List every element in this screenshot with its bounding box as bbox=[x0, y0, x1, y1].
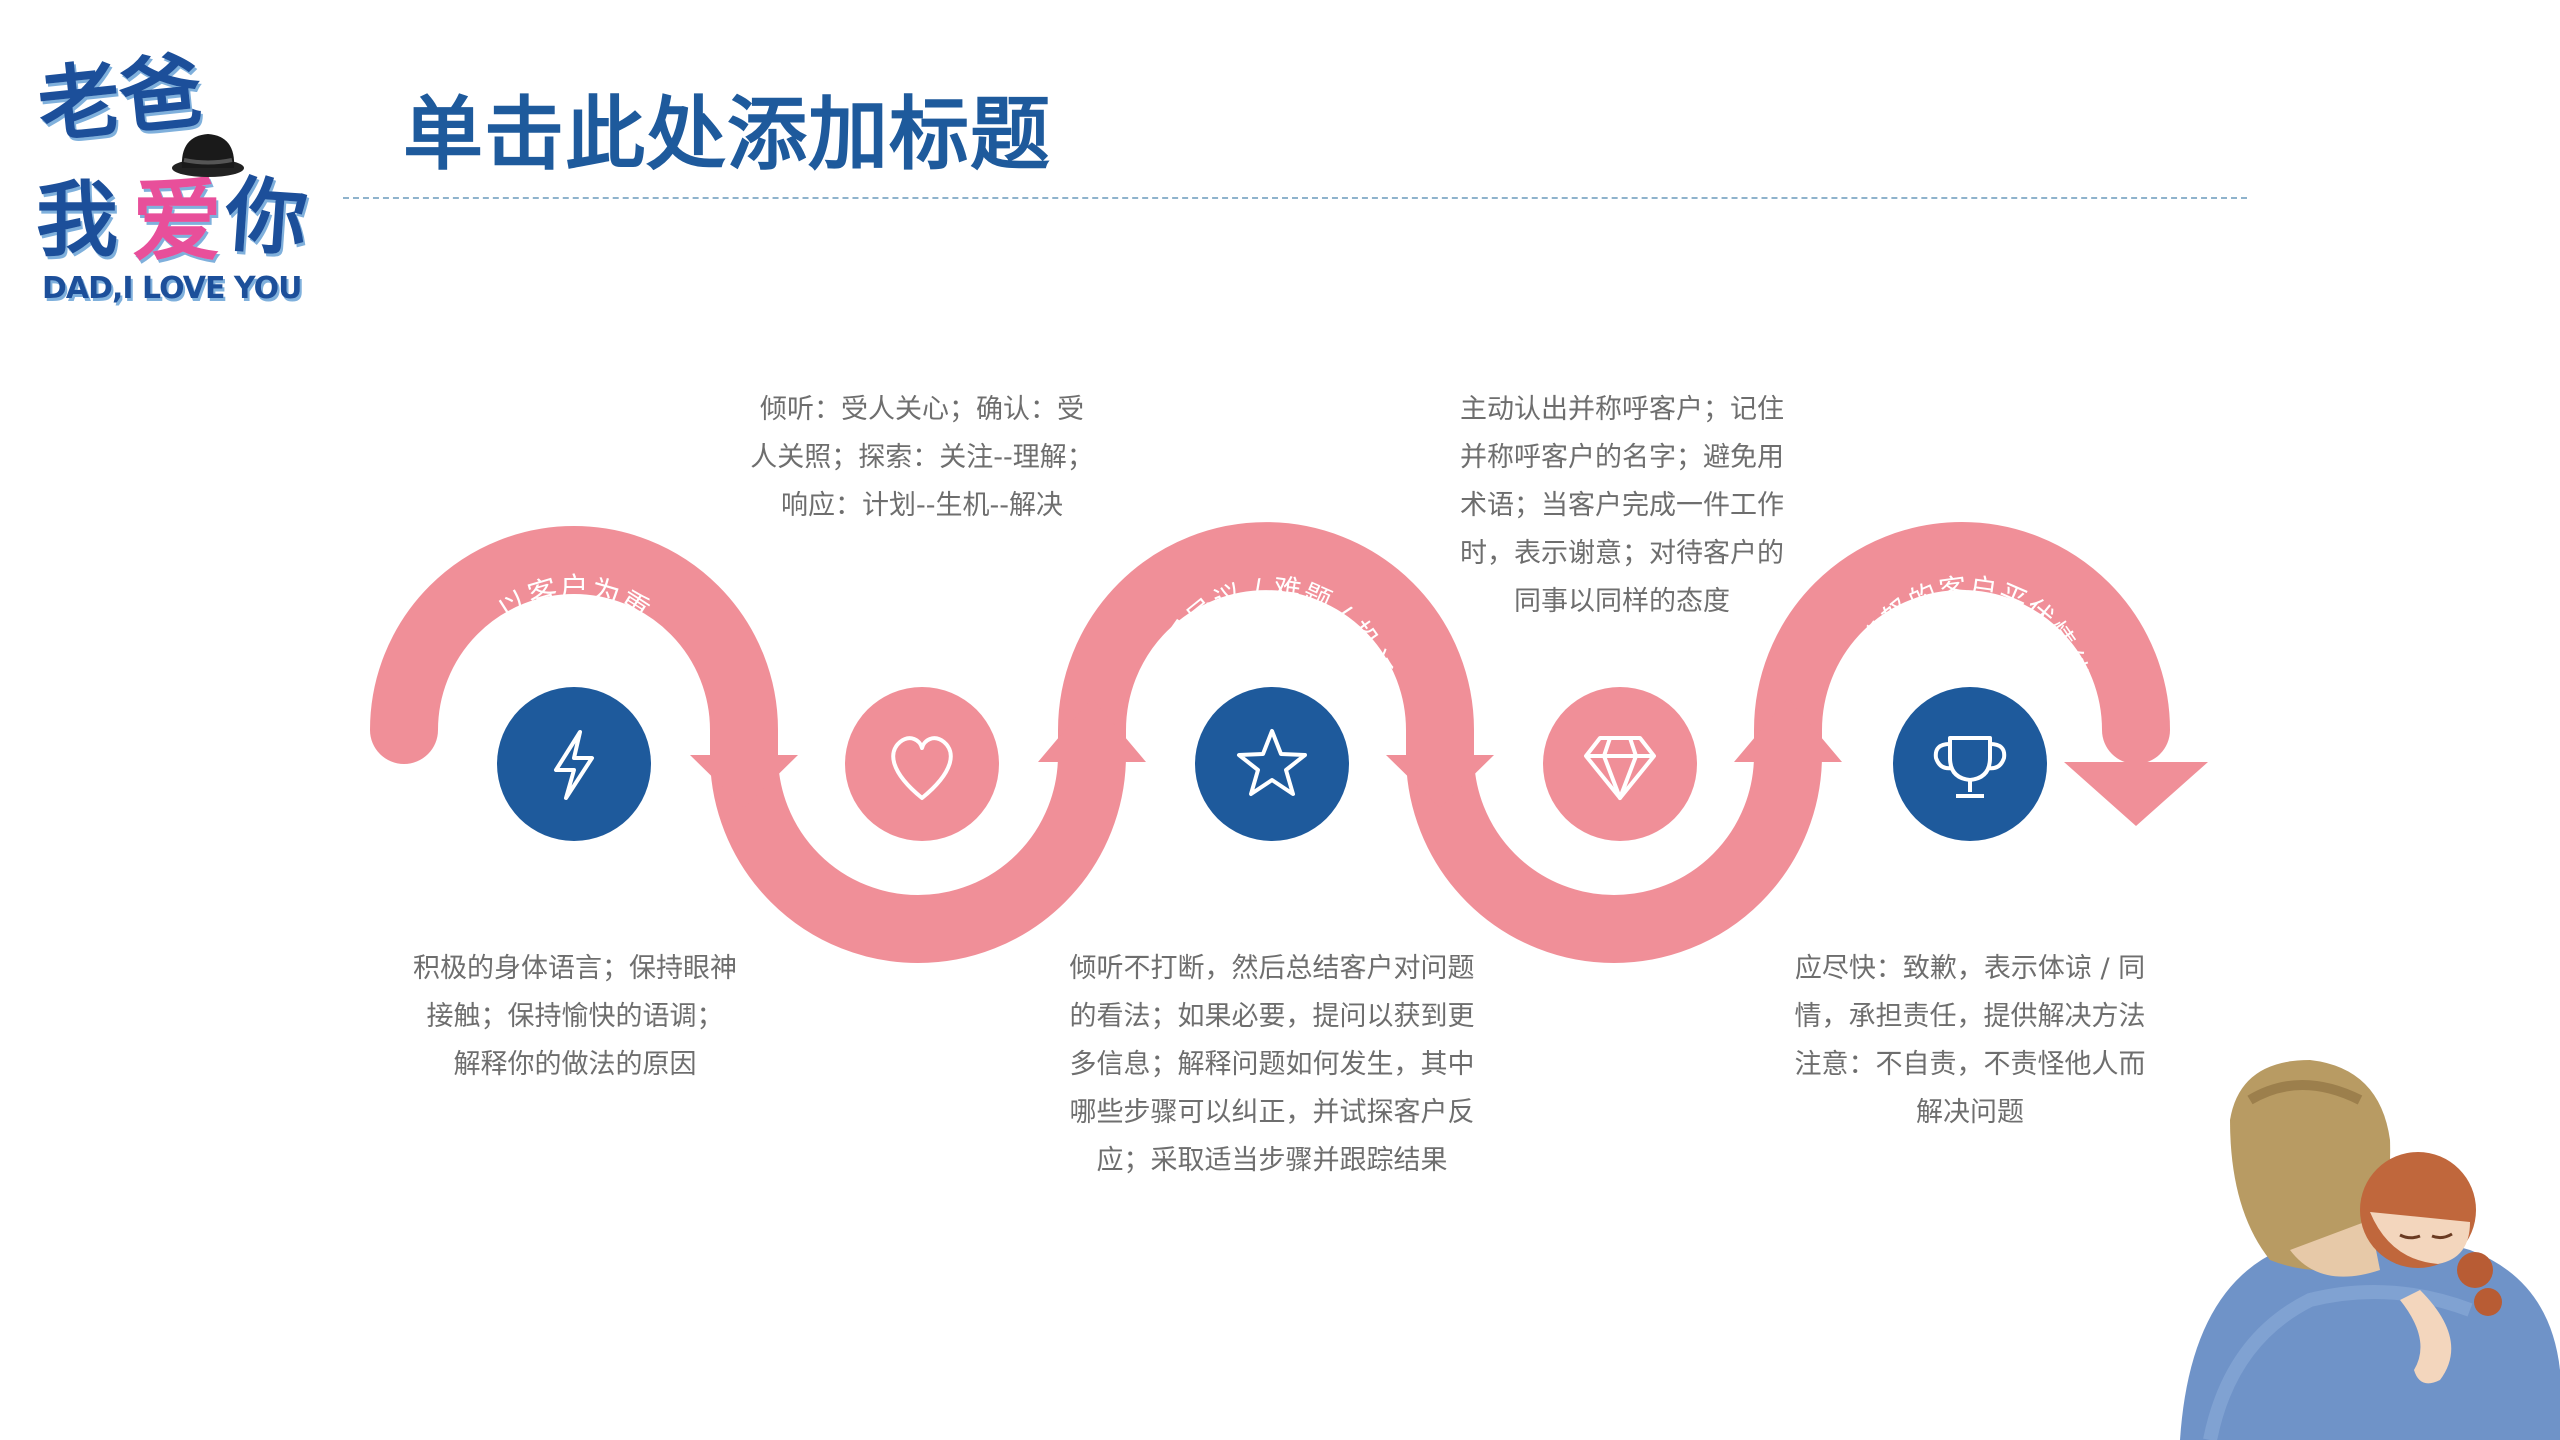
arrowhead-down-2 bbox=[1386, 755, 1494, 808]
step4-circle bbox=[1543, 687, 1697, 841]
desc-line: 人关照；探索：关注--理解； bbox=[750, 442, 1094, 473]
desc-line: 倾听：受人关心；确认：受 bbox=[760, 394, 1084, 425]
arrowhead-final bbox=[2064, 762, 2208, 826]
desc-line: 并称呼客户的名字；避免用 bbox=[1460, 442, 1784, 473]
arrowhead-up-2 bbox=[1734, 698, 1842, 762]
logo-line1: 老爸 bbox=[34, 44, 207, 156]
page-title[interactable]: 单击此处添加标题 bbox=[403, 88, 1051, 181]
desc-line: 应尽快：致歉，表示体谅 / 同 bbox=[1794, 953, 2146, 984]
step4-description[interactable]: 主动认出并称呼客户；记住 并称呼客户的名字；避免用 术语；当客户完成一件工作 时… bbox=[1452, 386, 1792, 626]
desc-line: 解释你的做法的原因 bbox=[453, 1049, 697, 1080]
desc-line: 倾听不打断，然后总结客户对问题 bbox=[1069, 953, 1475, 984]
brand-logo: 老爸 我 爱 你 DAD,I LOVE YOU bbox=[34, 44, 311, 306]
logo-ai: 爱 bbox=[132, 169, 222, 274]
desc-line: 同事以同样的态度 bbox=[1514, 586, 1730, 617]
logo-wo: 我 bbox=[36, 173, 118, 268]
desc-line: 术语；当客户完成一件工作 bbox=[1460, 490, 1784, 521]
step5-circle bbox=[1893, 687, 2047, 841]
desc-line: 哪些步骤可以纠正，并试探客户反 bbox=[1069, 1097, 1475, 1128]
step1-circle bbox=[497, 687, 651, 841]
desc-line: 应；采取适当步骤并跟踪结果 bbox=[1096, 1145, 1448, 1176]
desc-line: 积极的身体语言；保持眼神 bbox=[413, 953, 737, 984]
desc-line: 多信息；解释问题如何发生，其中 bbox=[1069, 1049, 1475, 1080]
title-divider bbox=[343, 197, 2247, 199]
step5-description[interactable]: 应尽快：致歉，表示体谅 / 同 情，承担责任，提供解决方法 注意：不自责，不责怪… bbox=[1790, 945, 2150, 1137]
desc-line: 注意：不自责，不责怪他人而 bbox=[1794, 1049, 2146, 1080]
desc-line: 的看法；如果必要，提问以获到更 bbox=[1069, 1001, 1475, 1032]
step3-circle bbox=[1195, 687, 1349, 841]
desc-line: 响应：计划--生机--解决 bbox=[781, 490, 1063, 521]
trophy-icon bbox=[1933, 736, 2007, 798]
arrowhead-up-1 bbox=[1038, 698, 1146, 762]
logo-tagline: DAD,I LOVE YOU bbox=[42, 271, 301, 306]
hat-icon bbox=[172, 134, 244, 177]
heart-icon bbox=[891, 736, 953, 800]
star-icon bbox=[1237, 729, 1307, 796]
lightning-icon bbox=[554, 730, 594, 800]
desc-line: 解决问题 bbox=[1916, 1097, 2024, 1128]
desc-line: 接触；保持愉快的语调； bbox=[426, 1001, 724, 1032]
desc-line: 情，承担责任，提供解决方法 bbox=[1794, 1001, 2146, 1032]
step1-description[interactable]: 积极的身体语言；保持眼神 接触；保持愉快的语调； 解释你的做法的原因 bbox=[400, 945, 750, 1089]
logo-ni: 你 bbox=[221, 168, 310, 269]
flow-ribbon bbox=[370, 522, 2170, 963]
diamond-icon bbox=[1584, 736, 1656, 800]
arrowhead-down-1 bbox=[690, 755, 798, 808]
step2-description[interactable]: 倾听：受人关心；确认：受 人关照；探索：关注--理解； 响应：计划--生机--解… bbox=[742, 386, 1102, 530]
step2-circle bbox=[845, 687, 999, 841]
desc-line: 时，表示谢意；对待客户的 bbox=[1460, 538, 1784, 569]
step3-description[interactable]: 倾听不打断，然后总结客户对问题 的看法；如果必要，提问以获到更 多信息；解释问题… bbox=[1062, 945, 1482, 1185]
desc-line: 主动认出并称呼客户；记住 bbox=[1460, 394, 1784, 425]
father-daughter-illustration bbox=[2180, 1060, 2560, 1440]
